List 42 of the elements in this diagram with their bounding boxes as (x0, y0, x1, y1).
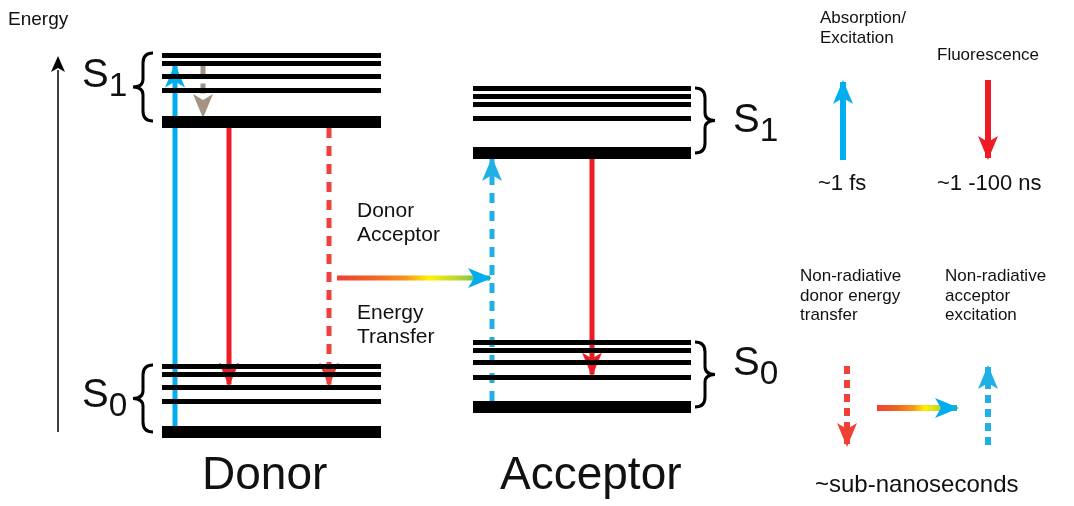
legend-label: Non-radiative acceptor excitation (945, 266, 1048, 325)
energy-level-bar (473, 85, 691, 91)
energy-level-bar (473, 374, 691, 380)
energy-level-bar (162, 384, 381, 390)
ground-level-bar (162, 426, 381, 438)
energy-level-bar (162, 371, 381, 377)
legend-label: Absorption/ Excitation (820, 8, 907, 48)
energy-level-bar (162, 363, 381, 369)
arrow (582, 159, 602, 377)
state-label: S$_{1}$ (733, 95, 779, 150)
arrow (482, 157, 502, 401)
ground-level-bar (162, 116, 381, 128)
duration-label: ~1 -100 ns (937, 170, 1042, 196)
panel-label: Acceptor (500, 447, 682, 500)
panel-label: Donor (202, 447, 328, 500)
arrow (193, 65, 213, 118)
energy-level-bar (162, 73, 381, 79)
legend-label: Fluorescence (937, 45, 1041, 65)
energy-level-bar (473, 347, 691, 353)
energy-level-bar (162, 398, 381, 404)
duration-label: ~sub-nanoseconds (815, 470, 1019, 498)
axis-label: Energy (8, 8, 69, 30)
state-label: S$_{0}$ (82, 370, 128, 425)
energy-level-bar (162, 87, 381, 93)
duration-label: ~1 fs (818, 170, 867, 196)
energy-level-bar (473, 115, 691, 121)
energy-level-bar (473, 359, 691, 365)
energy-level-bar (473, 101, 691, 107)
state-label: S$_{1}$ (82, 50, 128, 105)
arrow (219, 128, 239, 387)
ground-level-bar (473, 147, 691, 159)
legend-label: Non-radiative donor energy transfer (800, 266, 903, 325)
ground-level-bar (473, 401, 691, 413)
arrow (319, 128, 339, 387)
state-label: S$_{0}$ (733, 338, 779, 393)
energy-level-bar (473, 339, 691, 345)
process-label: Energy Transfer (357, 300, 436, 349)
process-label: Donor Acceptor (357, 198, 441, 247)
energy-level-bar (162, 60, 381, 66)
arrow (165, 63, 185, 426)
energy-level-bar (162, 52, 381, 58)
energy-level-bar (473, 93, 691, 99)
